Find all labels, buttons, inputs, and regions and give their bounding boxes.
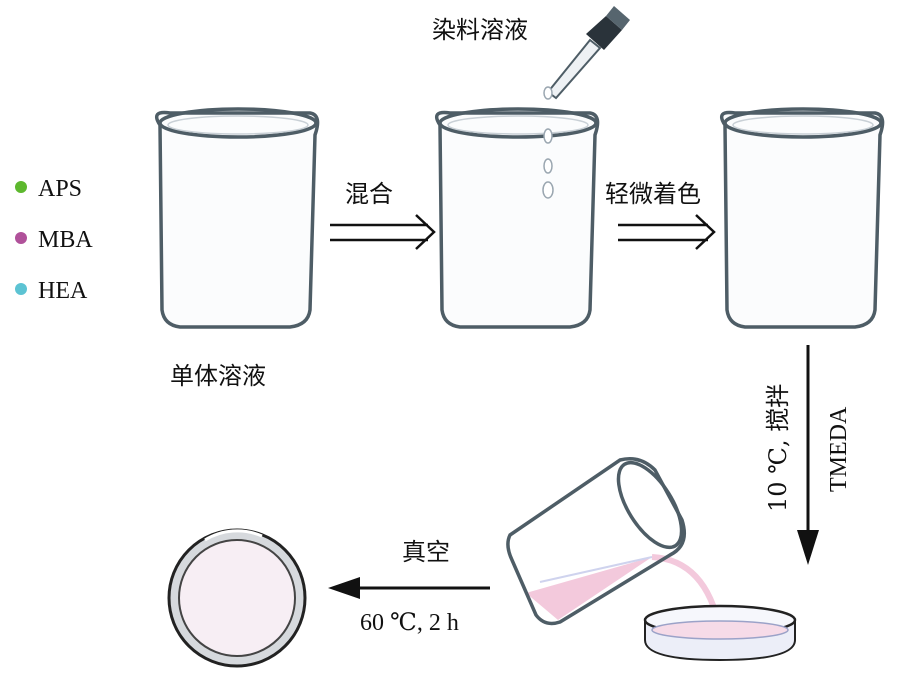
petri-dish-filling	[643, 604, 797, 662]
aps-dot-icon	[15, 181, 27, 193]
hea-dot-icon	[15, 283, 27, 295]
legend: APS MBA HEA	[15, 176, 93, 304]
beaker-monomer-solution	[154, 107, 320, 329]
monomer-solution-label: 单体溶液	[170, 362, 266, 390]
legend-label-aps: APS	[38, 176, 82, 202]
cure-condition-label: 60 ℃, 2 h	[360, 610, 459, 636]
coloring-arrow	[618, 214, 716, 250]
mix-arrow	[330, 214, 436, 250]
dropper-icon	[542, 6, 630, 199]
legend-item-aps: APS	[15, 176, 82, 202]
legend-label-mba: MBA	[38, 227, 93, 253]
vacuum-label: 真空	[402, 538, 450, 566]
dye-solution-label: 染料溶液	[432, 16, 528, 44]
pouring-beaker	[506, 457, 723, 631]
stir-arrow	[797, 345, 819, 565]
legend-item-hea: HEA	[15, 278, 88, 304]
vacuum-arrow	[328, 577, 490, 599]
catalyst-label: TMEDA	[826, 406, 852, 492]
beaker-colored-solution	[719, 107, 885, 329]
legend-label-hea: HEA	[38, 278, 88, 304]
stir-condition-label: 10 ℃, 搅拌	[764, 384, 792, 512]
beaker-mixed-solution	[434, 107, 600, 329]
legend-item-mba: MBA	[15, 227, 93, 253]
mix-label: 混合	[345, 180, 393, 208]
slight-coloring-label: 轻微着色	[605, 180, 701, 208]
mba-dot-icon	[15, 232, 27, 244]
hydrogel-petri-dish	[167, 528, 307, 668]
